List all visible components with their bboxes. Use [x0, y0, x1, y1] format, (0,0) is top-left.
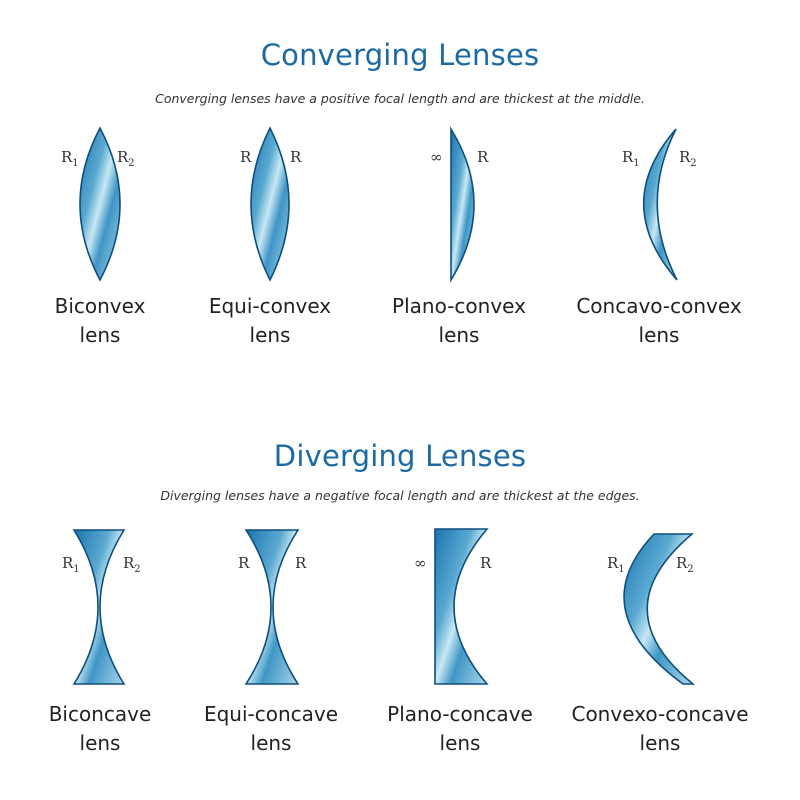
lens-name: Plano-concave	[387, 702, 533, 726]
lens-word: lens	[250, 731, 292, 755]
lens-name: Concavo-convex	[576, 294, 742, 318]
biconvex-right-radius-label: R2	[117, 148, 135, 169]
convexo-concave-right-radius-label: R2	[676, 554, 694, 575]
lens-word: lens	[638, 323, 680, 347]
lens-name: Convexo-concave	[571, 702, 749, 726]
lens-word: lens	[639, 731, 681, 755]
biconvex-lens-label: Biconvex lens	[0, 292, 200, 350]
equi-convex-right-radius-label: R	[290, 148, 302, 166]
lens-name: Equi-concave	[203, 702, 339, 726]
lens-word: lens	[79, 323, 121, 347]
equi-convex-lens-shape	[250, 126, 290, 282]
lens-name: Biconvex	[54, 294, 146, 318]
lens-name: Equi-convex	[208, 294, 332, 318]
diverging-lenses-subtitle: Diverging lenses have a negative focal l…	[160, 488, 640, 503]
concavo-convex-right-radius-label: R2	[679, 148, 697, 169]
lens-word: lens	[79, 731, 121, 755]
plano-convex-lens-shape	[450, 126, 475, 283]
biconcave-right-radius-label: R2	[123, 554, 141, 575]
lens-name: Biconcave	[48, 702, 152, 726]
equi-concave-left-radius-label: R	[238, 554, 250, 572]
concavo-convex-left-radius-label: R1	[622, 148, 640, 169]
equi-concave-lens-shape	[244, 529, 300, 685]
lens-word: lens	[438, 323, 480, 347]
plano-convex-lens-label: Plano-convex lens	[359, 292, 559, 350]
lens-name: Plano-convex	[392, 294, 526, 318]
plano-concave-left-radius-label: ∞	[414, 554, 427, 572]
lens-word: lens	[439, 731, 481, 755]
biconcave-left-radius-label: R1	[62, 554, 80, 575]
convexo-concave-lens-shape	[623, 533, 696, 685]
equi-convex-left-radius-label: R	[240, 148, 252, 166]
biconcave-lens-shape	[72, 529, 126, 685]
plano-concave-right-radius-label: R	[480, 554, 492, 572]
converging-lenses-subtitle: Converging lenses have a positive focal …	[155, 91, 645, 106]
convexo-concave-left-radius-label: R1	[607, 554, 625, 575]
equi-convex-lens-label: Equi-convex lens	[170, 292, 370, 350]
lens-word: lens	[249, 323, 291, 347]
concavo-convex-lens-label: Concavo-convex lens	[559, 292, 759, 350]
diverging-lenses-title: Diverging Lenses	[273, 439, 527, 473]
biconvex-lens-shape	[79, 126, 121, 282]
plano-convex-left-radius-label: ∞	[430, 148, 443, 166]
plano-concave-lens-label: Plano-concave lens	[360, 700, 560, 758]
plano-convex-right-radius-label: R	[477, 148, 489, 166]
convexo-concave-lens-label: Convexo-concave lens	[560, 700, 760, 758]
equi-concave-right-radius-label: R	[295, 554, 307, 572]
plano-concave-lens-shape	[434, 528, 489, 685]
equi-concave-lens-label: Equi-concave lens	[171, 700, 371, 758]
converging-lenses-title: Converging Lenses	[260, 38, 540, 72]
biconvex-left-radius-label: R1	[61, 148, 79, 169]
concavo-convex-lens-shape	[642, 128, 678, 281]
biconcave-lens-label: Biconcave lens	[0, 700, 200, 758]
